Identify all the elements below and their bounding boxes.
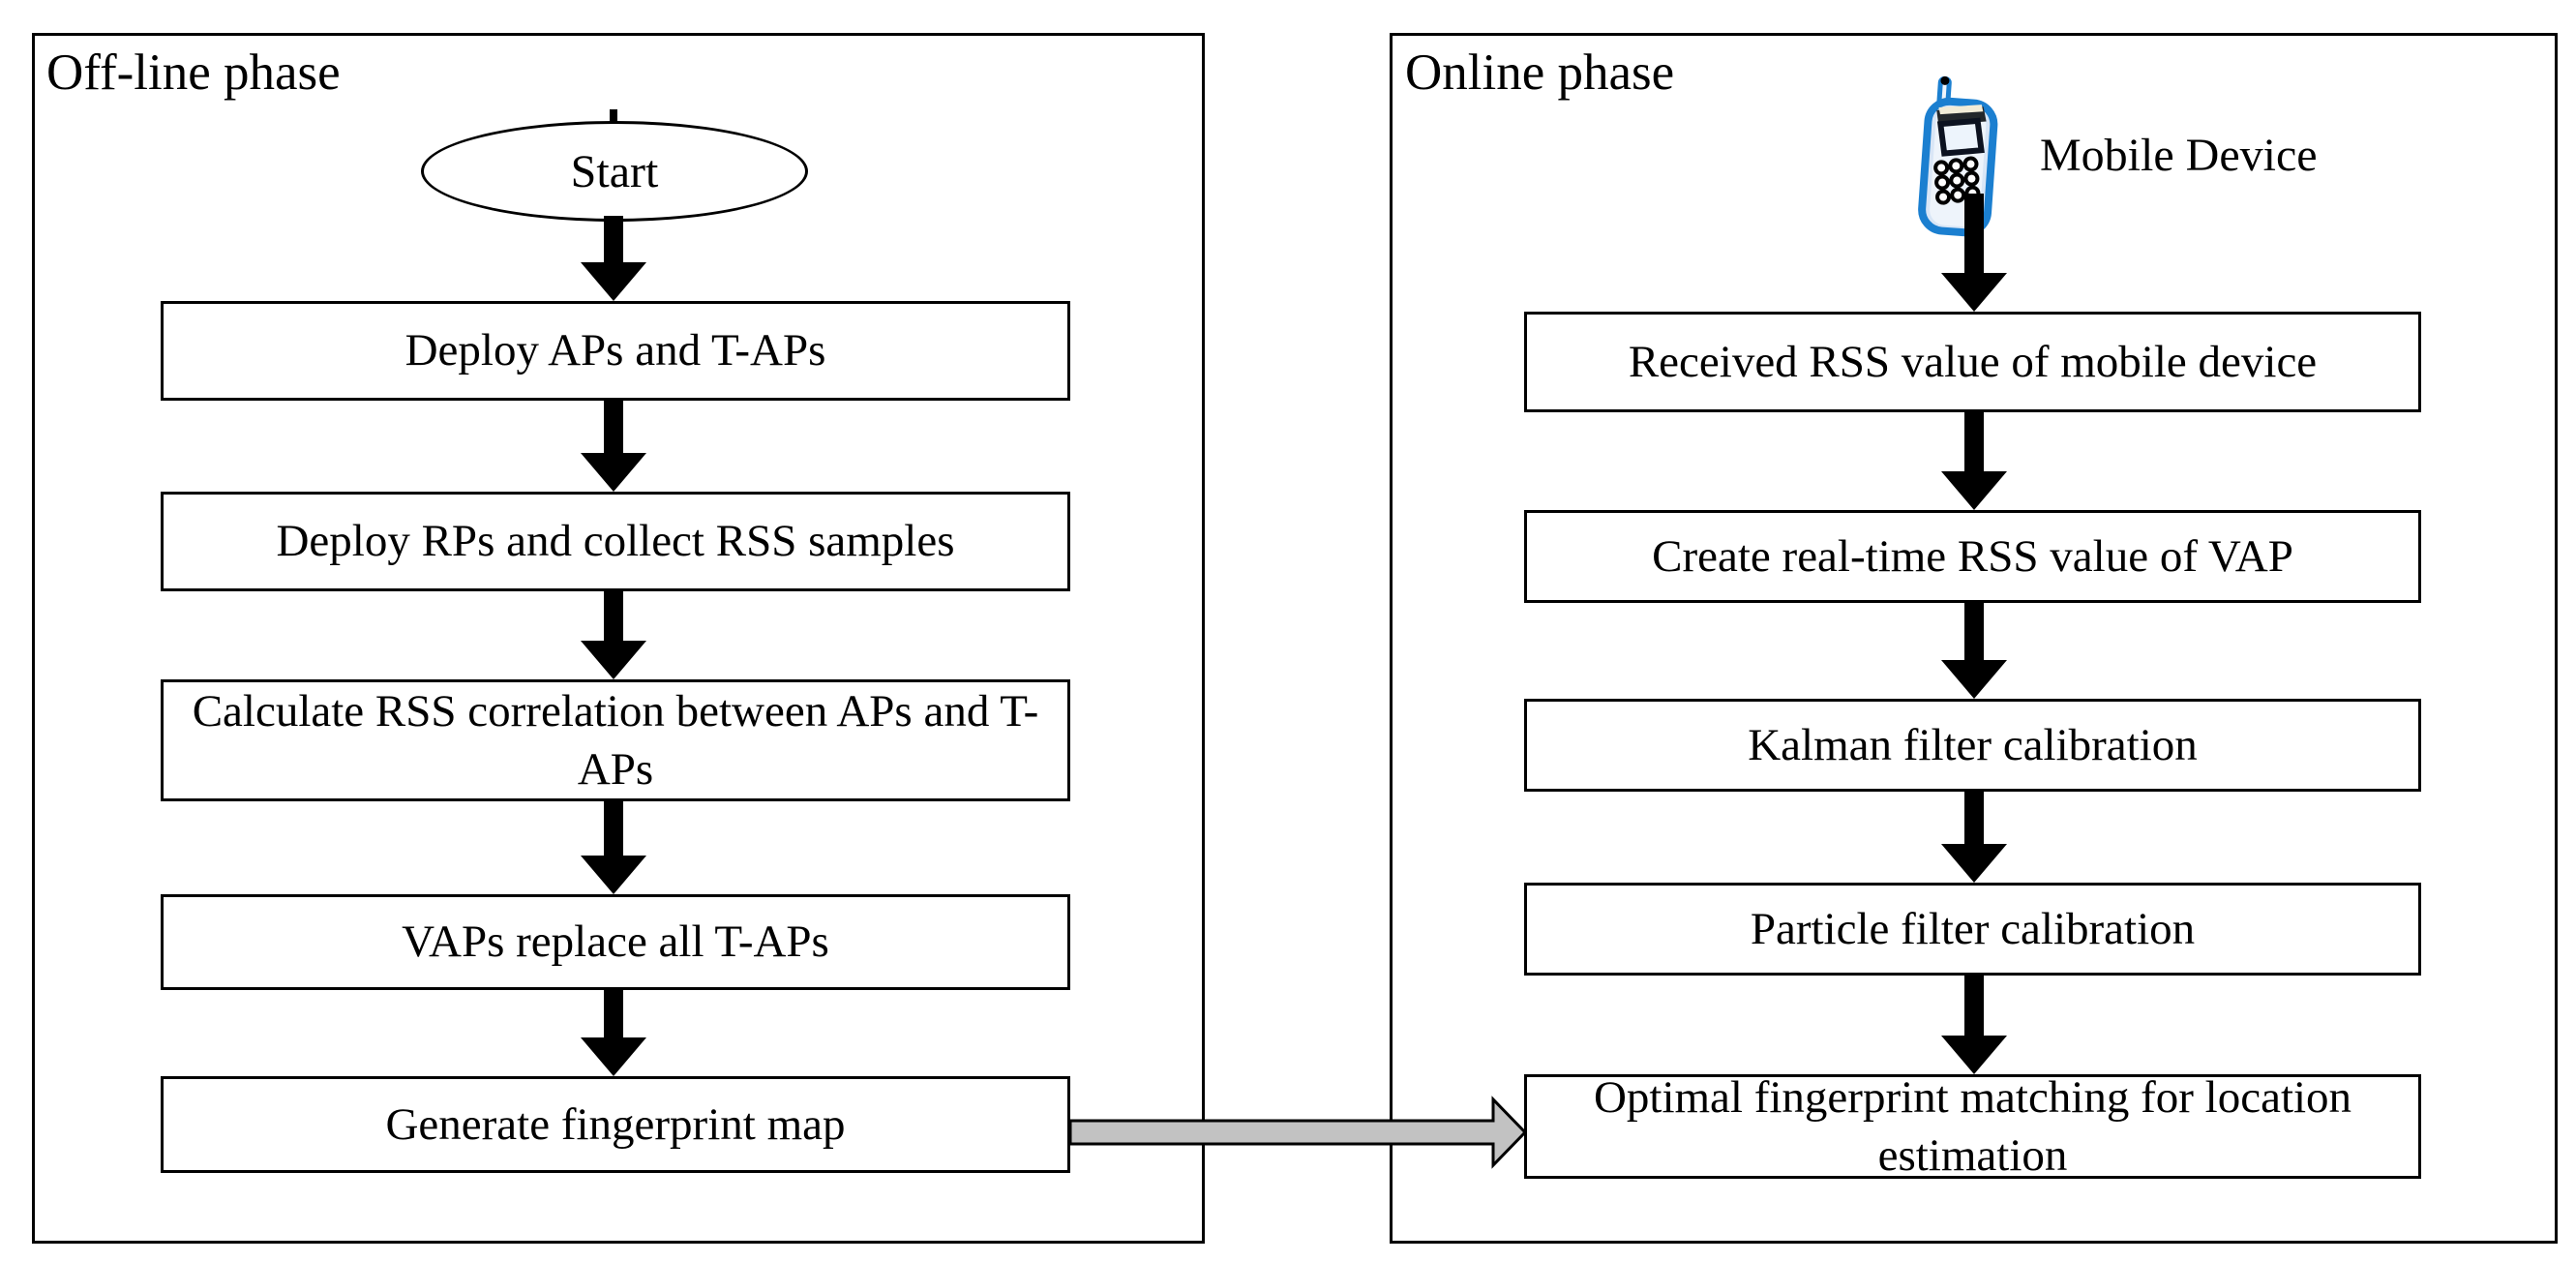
step-calculate-correlation: Calculate RSS correlation between APs an… xyxy=(161,679,1070,801)
arrow-shaft xyxy=(604,801,623,856)
online-phase-title: Online phase xyxy=(1405,45,1675,101)
step-generate-map: Generate fingerprint map xyxy=(161,1076,1070,1173)
down-arrow xyxy=(581,401,646,492)
down-arrow xyxy=(1941,412,2007,510)
down-arrow xyxy=(581,801,646,894)
step-label: Particle filter calibration xyxy=(1750,903,2196,954)
arrow-shaft xyxy=(604,216,623,262)
arrow-head xyxy=(581,262,646,301)
arrow-shaft xyxy=(1964,412,1984,471)
step-label: Calculate RSS correlation between APs an… xyxy=(192,685,1039,795)
down-arrow xyxy=(581,990,646,1076)
down-arrow xyxy=(581,591,646,679)
step-label: Received RSS value of mobile device xyxy=(1628,336,2318,387)
step-deploy-rps: Deploy RPs and collect RSS samples xyxy=(161,492,1070,591)
mobile-device-label: Mobile Device xyxy=(2040,130,2318,181)
step-label: Deploy RPs and collect RSS samples xyxy=(276,516,955,567)
step-label: Create real-time RSS value of VAP xyxy=(1652,530,2293,582)
step-deploy-aps: Deploy APs and T-APs xyxy=(161,301,1070,401)
down-arrow xyxy=(581,216,646,301)
arrow-head xyxy=(581,1037,646,1076)
step-create-realtime-rss: Create real-time RSS value of VAP xyxy=(1524,510,2421,603)
arrow-shaft xyxy=(604,591,623,641)
down-arrow xyxy=(1941,792,2007,883)
offline-phase-title: Off-line phase xyxy=(46,45,341,101)
arrow-head xyxy=(1941,273,2007,312)
start-label: Start xyxy=(570,145,659,197)
step-label: VAPs replace all T-APs xyxy=(402,916,829,968)
down-arrow xyxy=(1941,976,2007,1074)
arrow-shaft xyxy=(1964,603,1984,660)
arrow-head xyxy=(581,453,646,492)
step-particle-filter: Particle filter calibration xyxy=(1524,883,2421,976)
arrow-head xyxy=(1941,1036,2007,1074)
arrow-shaft xyxy=(1964,976,1984,1036)
step-optimal-matching: Optimal fingerprint matching for locatio… xyxy=(1524,1072,2421,1181)
arrow-head xyxy=(1941,660,2007,699)
arrow-head xyxy=(581,641,646,679)
arrow-shaft xyxy=(1964,792,1984,844)
arrow-shaft xyxy=(604,990,623,1037)
step-received-rss: Received RSS value of mobile device xyxy=(1524,312,2421,412)
down-arrow xyxy=(1941,194,2007,312)
start-top-nub xyxy=(610,109,617,123)
arrow-shaft xyxy=(604,401,623,453)
step-vaps-replace: VAPs replace all T-APs xyxy=(161,894,1070,990)
arrow-head xyxy=(581,856,646,894)
down-arrow xyxy=(1941,603,2007,699)
step-label: Deploy APs and T-APs xyxy=(404,325,826,376)
step-label: Optimal fingerprint matching for locatio… xyxy=(1593,1071,2352,1181)
step-label: Kalman filter calibration xyxy=(1748,719,2198,770)
arrow-head xyxy=(1941,471,2007,510)
arrow-shaft xyxy=(1964,194,1984,273)
step-label: Generate fingerprint map xyxy=(385,1098,846,1150)
start-terminator: Start xyxy=(421,121,808,222)
step-kalman-filter: Kalman filter calibration xyxy=(1524,699,2421,792)
arrow-head xyxy=(1941,844,2007,883)
